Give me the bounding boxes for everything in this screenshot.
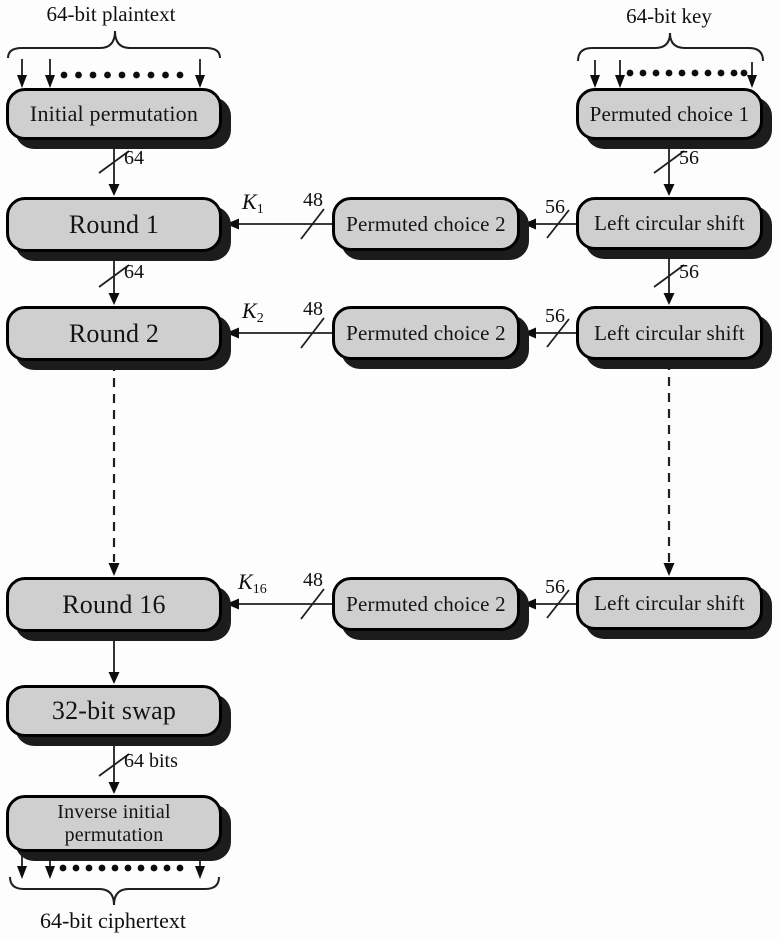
- k-subscript: 16: [252, 582, 267, 598]
- shift2-bus-slash: [546, 318, 570, 348]
- swap-out-slash: [98, 753, 130, 777]
- round-2-label: Round 2: [68, 318, 160, 348]
- k16-bus-width-label: 48: [303, 569, 323, 591]
- plaintext-input-arrows: [21, 59, 201, 76]
- ip-out-width-label: 64: [124, 147, 144, 169]
- arrowhead: [523, 218, 536, 230]
- swap-32-box: 32-bit swap: [6, 685, 222, 737]
- arrowhead: [747, 75, 757, 88]
- swap-out-width-label: 64 bits: [124, 750, 178, 772]
- round-1-box: Round 1: [6, 197, 222, 252]
- subkey-k16-label: K16: [238, 569, 267, 598]
- round-2-box: Round 2: [6, 306, 222, 361]
- left-circular-shift-row1-box: Left circular shift: [576, 197, 763, 250]
- shift2-bus-width-label: 56: [545, 305, 565, 327]
- inverse-initial-permutation-box: Inverse initial permutation: [6, 795, 222, 852]
- lcs1-out-width-label: 56: [679, 261, 699, 283]
- left-circular-shift-label: Left circular shift: [594, 591, 745, 615]
- round-1-label: Round 1: [68, 209, 160, 239]
- left-circular-shift-label: Left circular shift: [594, 211, 745, 235]
- permuted-choice-2-row2-box: Permuted choice 2: [332, 306, 520, 360]
- arrowhead: [226, 218, 239, 230]
- round1-out-width-label: 64: [124, 261, 144, 283]
- arrowhead: [108, 563, 120, 576]
- ciphertext-output-arrows: [21, 852, 201, 867]
- permuted-choice-2-label: Permuted choice 2: [346, 591, 506, 616]
- permuted-choice-2-label: Permuted choice 2: [346, 211, 506, 236]
- arrowhead: [590, 75, 600, 88]
- ciphertext-dots: [59, 864, 184, 872]
- permuted-choice-2-row3-box: Permuted choice 2: [332, 577, 520, 631]
- inverse-initial-line1: Inverse initial: [57, 800, 171, 823]
- arrowhead: [108, 184, 120, 196]
- ip-out-slash: [98, 150, 130, 174]
- shift3-bus-width-label: 56: [545, 576, 565, 598]
- arrowhead: [108, 672, 120, 684]
- subkey-k2-label: K2: [242, 298, 264, 327]
- initial-permutation-label: Initial permutation: [29, 101, 199, 126]
- ciphertext-caption: 64-bit ciphertext: [39, 908, 186, 933]
- key-input-arrows: [594, 60, 753, 76]
- permuted-choice-2-label: Permuted choice 2: [346, 320, 506, 345]
- subkey-k1-label: K1: [242, 189, 264, 218]
- k-symbol: K: [242, 189, 257, 214]
- shift1-bus-slash: [546, 209, 570, 239]
- permuted-choice-1-box: Permuted choice 1: [576, 88, 763, 140]
- arrowhead: [45, 866, 55, 879]
- k-symbol: K: [242, 298, 257, 323]
- k2-bus-slash: [300, 317, 325, 349]
- k1-bus-width-label: 48: [303, 189, 323, 211]
- plaintext-caption: 64-bit plaintext: [46, 2, 176, 26]
- initial-permutation-box: Initial permutation: [6, 88, 222, 140]
- inverse-initial-permutation-label: Inverse initial permutation: [57, 801, 171, 847]
- permuted-choice-1-label: Permuted choice 1: [589, 101, 750, 126]
- arrowhead: [226, 327, 239, 339]
- key-caption: 64-bit key: [626, 4, 712, 28]
- arrowhead: [615, 75, 625, 88]
- round1-out-slash: [98, 264, 130, 288]
- left-circular-shift-row3-box: Left circular shift: [576, 577, 763, 630]
- arrowhead: [663, 184, 675, 196]
- arrowhead: [195, 866, 205, 879]
- arrowhead: [108, 293, 120, 305]
- arrowhead: [663, 293, 675, 305]
- k2-bus-width-label: 48: [303, 298, 323, 320]
- arrowhead: [195, 75, 205, 88]
- inverse-initial-line2: permutation: [64, 823, 164, 846]
- pc1-out-width-label: 56: [679, 147, 699, 169]
- k-symbol: K: [238, 569, 253, 594]
- permuted-choice-2-row1-box: Permuted choice 2: [332, 197, 520, 251]
- round-16-box: Round 16: [6, 577, 222, 632]
- arrowhead: [523, 598, 536, 610]
- arrowhead: [45, 75, 55, 88]
- plaintext-dots: [60, 71, 184, 79]
- k-subscript: 2: [256, 311, 264, 327]
- arrowhead: [663, 563, 675, 576]
- key-dots: [626, 69, 748, 77]
- k1-bus-slash: [300, 208, 325, 240]
- k16-bus-slash: [300, 588, 325, 620]
- k-subscript: 1: [256, 202, 264, 218]
- left-circular-shift-label: Left circular shift: [594, 320, 745, 345]
- plaintext-brace: [7, 30, 221, 59]
- lcs1-out-slash: [653, 264, 685, 288]
- swap-32-label: 32-bit swap: [51, 696, 177, 725]
- arrowhead: [226, 598, 239, 610]
- ciphertext-brace: [9, 876, 220, 906]
- arrowhead: [108, 782, 120, 794]
- key-brace: [577, 32, 764, 62]
- shift3-bus-slash: [546, 589, 570, 619]
- left-circular-shift-row2-box: Left circular shift: [576, 306, 763, 360]
- round-16-label: Round 16: [62, 589, 166, 619]
- pc1-out-slash: [653, 150, 685, 174]
- arrowhead: [17, 866, 27, 879]
- arrowhead: [17, 75, 27, 88]
- shift1-bus-width-label: 56: [545, 196, 565, 218]
- arrowhead: [523, 327, 536, 339]
